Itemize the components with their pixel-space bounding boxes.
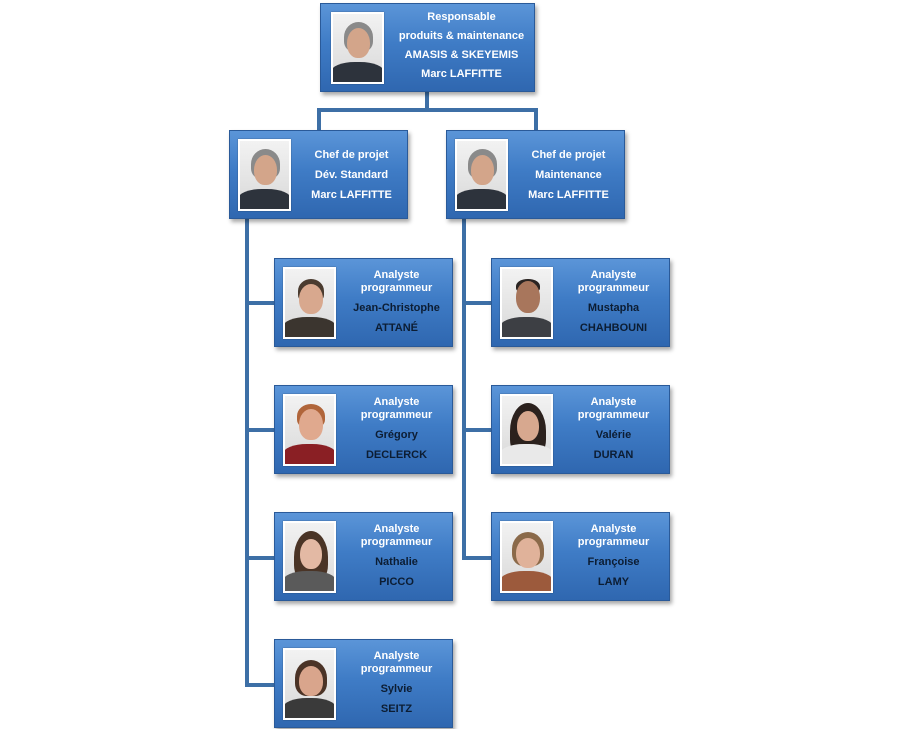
role-line: Chef de projet (314, 149, 389, 161)
person-last-name: SEITZ (380, 703, 413, 715)
role-line: programmeur (577, 282, 650, 294)
org-node-analyst-chahbouni[interactable]: Analyste programmeur Mustapha CHAHBOUNI (491, 258, 670, 347)
org-node-chef-dev-standard[interactable]: Chef de projet Dév. Standard Marc LAFFIT… (229, 130, 408, 219)
role-line: Analyste (590, 396, 637, 408)
role-line: Maintenance (535, 169, 602, 181)
role-line: Chef de projet (531, 149, 606, 161)
portrait-photo (238, 139, 291, 211)
node-text: Analyste programmeur Nathalie PICCO (341, 523, 452, 589)
portrait-photo (331, 12, 384, 84)
role-line: Responsable (427, 11, 496, 23)
org-node-analyst-lamy[interactable]: Analyste programmeur Françoise LAMY (491, 512, 670, 601)
person-first-name: Grégory (375, 429, 418, 441)
role-line: programmeur (360, 663, 433, 675)
role-line: Dév. Standard (314, 169, 389, 181)
role-line: Analyste (373, 269, 420, 281)
person-last-name: DURAN (593, 449, 634, 461)
node-text: Analyste programmeur Sylvie SEITZ (341, 650, 452, 716)
org-node-analyst-duran[interactable]: Analyste programmeur Valérie DURAN (491, 385, 670, 474)
node-text: Chef de projet Dév. Standard Marc LAFFIT… (296, 149, 407, 202)
role-line: produits & maintenance (398, 30, 525, 42)
portrait-photo (455, 139, 508, 211)
portrait-photo (283, 648, 336, 720)
person-first-name: Nathalie (375, 556, 418, 568)
org-node-root[interactable]: Responsable produits & maintenance AMASI… (320, 3, 535, 92)
person-first-name: Françoise (587, 556, 640, 568)
person-last-name: LAMY (597, 576, 630, 588)
person-first-name: Mustapha (587, 302, 640, 314)
role-line: programmeur (360, 282, 433, 294)
org-node-analyst-declerck[interactable]: Analyste programmeur Grégory DECLERCK (274, 385, 453, 474)
node-text: Analyste programmeur Mustapha CHAHBOUNI (558, 269, 669, 335)
person-last-name: ATTANÉ (375, 322, 418, 334)
connector-right-branch-3 (462, 556, 494, 560)
node-text: Responsable produits & maintenance AMASI… (389, 11, 534, 81)
connector-right-up (534, 108, 538, 132)
connector-root-down (425, 91, 429, 110)
connector-right-branch-2 (462, 428, 494, 432)
role-line: Analyste (590, 269, 637, 281)
person-last-name: PICCO (379, 576, 414, 588)
person-last-name: CHAHBOUNI (579, 322, 648, 334)
node-text: Analyste programmeur Grégory DECLERCK (341, 396, 452, 462)
person-last-name: DECLERCK (365, 449, 428, 461)
role-line: Analyste (590, 523, 637, 535)
portrait-photo (500, 267, 553, 339)
connector-left-branch-2 (245, 428, 277, 432)
node-text: Analyste programmeur Valérie DURAN (558, 396, 669, 462)
org-node-analyst-attane[interactable]: Analyste programmeur Jean-Christophe ATT… (274, 258, 453, 347)
connector-right-trunk (462, 218, 466, 560)
portrait-photo (283, 521, 336, 593)
person-first-name: Valérie (595, 429, 632, 441)
portrait-photo (500, 394, 553, 466)
portrait-photo (500, 521, 553, 593)
org-node-analyst-seitz[interactable]: Analyste programmeur Sylvie SEITZ (274, 639, 453, 728)
org-node-chef-maintenance[interactable]: Chef de projet Maintenance Marc LAFFITTE (446, 130, 625, 219)
role-line: programmeur (360, 409, 433, 421)
portrait-photo (283, 394, 336, 466)
role-line: programmeur (360, 536, 433, 548)
connector-left-branch-3 (245, 556, 277, 560)
connector-root-horizontal (317, 108, 538, 112)
role-line: programmeur (577, 409, 650, 421)
connector-left-branch-4 (245, 683, 277, 687)
node-text: Chef de projet Maintenance Marc LAFFITTE (513, 149, 624, 202)
connector-left-trunk (245, 218, 249, 687)
org-node-analyst-picco[interactable]: Analyste programmeur Nathalie PICCO (274, 512, 453, 601)
node-text: Analyste programmeur Jean-Christophe ATT… (341, 269, 452, 335)
role-line: Analyste (373, 523, 420, 535)
portrait-photo (283, 267, 336, 339)
person-first-name: Jean-Christophe (353, 302, 440, 314)
connector-left-branch-1 (245, 301, 277, 305)
role-line: AMASIS & SKEYEMIS (404, 49, 519, 61)
person-first-name: Sylvie (380, 683, 413, 695)
role-line: programmeur (577, 536, 650, 548)
person-name: Marc LAFFITTE (528, 189, 609, 201)
connector-right-branch-1 (462, 301, 494, 305)
person-name: Marc LAFFITTE (311, 189, 392, 201)
person-name: Marc LAFFITTE (421, 68, 502, 80)
role-line: Analyste (373, 650, 420, 662)
node-text: Analyste programmeur Françoise LAMY (558, 523, 669, 589)
role-line: Analyste (373, 396, 420, 408)
connector-left-up (317, 108, 321, 132)
